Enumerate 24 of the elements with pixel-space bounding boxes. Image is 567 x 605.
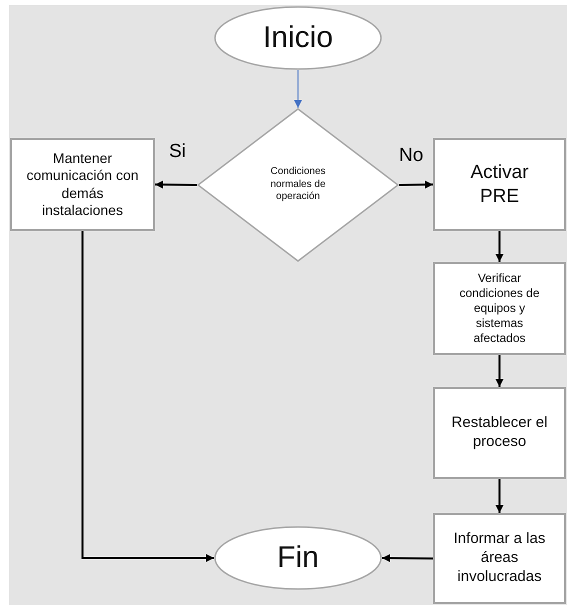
process-box: [433, 262, 566, 355]
arrow: [398, 180, 434, 189]
arrow: [382, 554, 434, 562]
node-text: Condiciones normales de operación: [269, 166, 327, 204]
node-text: Fin: [277, 540, 319, 576]
node-text: Mantener comunicación con demás instalaciones: [25, 150, 140, 220]
node-text: Inicio: [262, 20, 334, 56]
process-box: [433, 138, 566, 231]
arrow: [154, 180, 198, 189]
terminal-ellipse: [214, 526, 382, 590]
process-box: [433, 387, 566, 479]
process-box: [10, 138, 155, 231]
arrow: [496, 479, 504, 513]
arrow: [496, 355, 504, 387]
process-box: [433, 513, 566, 604]
arrow: [82, 231, 214, 562]
arrow: [496, 231, 504, 262]
decision-diamond: [197, 108, 399, 262]
node-text: Restablecer el proceso: [450, 414, 548, 452]
terminal-ellipse: [214, 6, 382, 70]
node-text: Verificar condiciones de equipos y sistemas afectados: [458, 271, 541, 346]
node-text: Activar PRE: [469, 160, 530, 208]
arrow: [294, 70, 302, 108]
node-text: Informar a las áreas involucradas: [452, 530, 546, 587]
